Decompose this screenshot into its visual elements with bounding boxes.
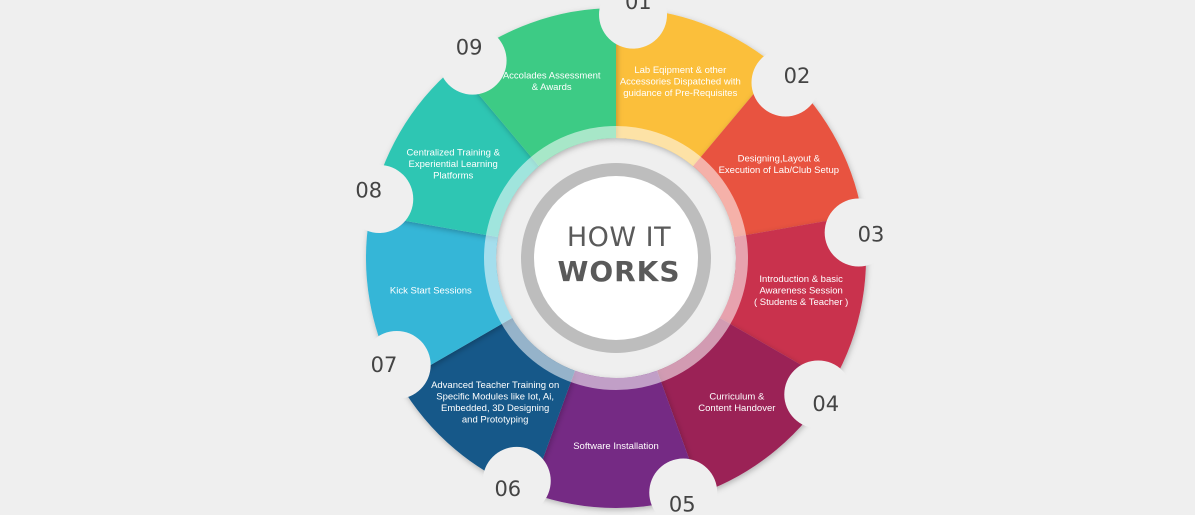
step-number-08: 08 xyxy=(355,179,382,203)
segment-label-line: and Prototyping xyxy=(462,414,529,425)
step-number-09: 09 xyxy=(456,35,483,59)
number-notch-05 xyxy=(649,458,718,515)
step-segment-04: Curriculum &Content Handover xyxy=(657,318,833,493)
segment-label-line: Centralized Training & xyxy=(406,148,500,159)
segment-label-line: Specific Modules like Iot, Ai, xyxy=(436,391,554,402)
number-notch-01 xyxy=(599,0,668,49)
segment-label-line: Software Installation xyxy=(573,441,659,452)
segment-label-07: Kick Start Sessions xyxy=(390,286,472,297)
segment-label-line: Lab Eqipment & other xyxy=(634,65,726,76)
segment-shape-06 xyxy=(399,318,575,493)
segment-label-line: Accolades Assessment xyxy=(503,71,601,82)
step-number-04: 04 xyxy=(812,392,839,416)
hub-title-line1: HOW IT xyxy=(567,222,671,253)
step-number-03: 03 xyxy=(858,223,885,247)
step-number-05: 05 xyxy=(669,492,696,515)
number-notch-02 xyxy=(751,48,820,117)
center-hub: HOW IT WORKS xyxy=(484,126,748,390)
segment-shape-04 xyxy=(657,318,833,493)
step-number-06: 06 xyxy=(494,477,521,501)
number-notch-06 xyxy=(482,446,551,515)
segment-label-line: Awareness Session xyxy=(760,286,843,297)
hub-disc xyxy=(534,176,698,340)
segment-label-line: Curriculum & xyxy=(709,391,765,402)
segment-label-line: Advanced Teacher Training on xyxy=(431,380,559,391)
number-notch-09 xyxy=(438,26,507,95)
number-notch-04 xyxy=(784,360,853,429)
segment-label-line: Execution of Lab/Club Setup xyxy=(719,165,839,176)
number-notch-03 xyxy=(824,198,893,267)
segment-label-line: & Awards xyxy=(532,82,572,93)
number-notch-08 xyxy=(345,164,414,233)
segment-label-09: Accolades Assessment& Awards xyxy=(503,71,601,94)
segment-label-line: guidance of Pre-Requisites xyxy=(623,88,737,99)
segment-label-04: Curriculum &Content Handover xyxy=(698,391,775,414)
segment-label-line: Introduction & basic xyxy=(759,274,843,285)
segment-label-line: Content Handover xyxy=(698,403,775,414)
segment-label-line: Experiential Learning xyxy=(409,159,498,170)
segment-shape-03 xyxy=(719,214,866,383)
segment-label-line: Kick Start Sessions xyxy=(390,286,472,297)
step-number-07: 07 xyxy=(371,353,398,377)
segment-label-08: Centralized Training &Experiential Learn… xyxy=(406,148,500,182)
segment-label-line: ( Students & Teacher ) xyxy=(754,297,848,308)
segment-label-05: Software Installation xyxy=(573,441,659,452)
hub-outer-ring xyxy=(484,126,748,390)
number-notch-07 xyxy=(362,330,431,399)
step-number-02: 02 xyxy=(784,64,811,88)
step-number-group: 01 02 03 04 05 06 07 08 09 xyxy=(345,0,893,515)
segment-shape-02 xyxy=(693,66,863,238)
step-number-01: 01 xyxy=(625,0,652,14)
hub-title-line2: WORKS xyxy=(557,255,680,288)
segment-shape-01 xyxy=(616,8,777,167)
segment-label-02: Designing,Layout &Execution of Lab/Club … xyxy=(719,153,839,176)
segment-label-line: Embedded, 3D Designing xyxy=(441,403,549,414)
segment-label-line: Platforms xyxy=(433,171,473,182)
segment-label-line: Designing,Layout & xyxy=(738,153,821,164)
segment-label-line: Accessories Dispatched with xyxy=(620,76,741,87)
step-segment-02: Designing,Layout &Execution of Lab/Club … xyxy=(693,66,863,238)
